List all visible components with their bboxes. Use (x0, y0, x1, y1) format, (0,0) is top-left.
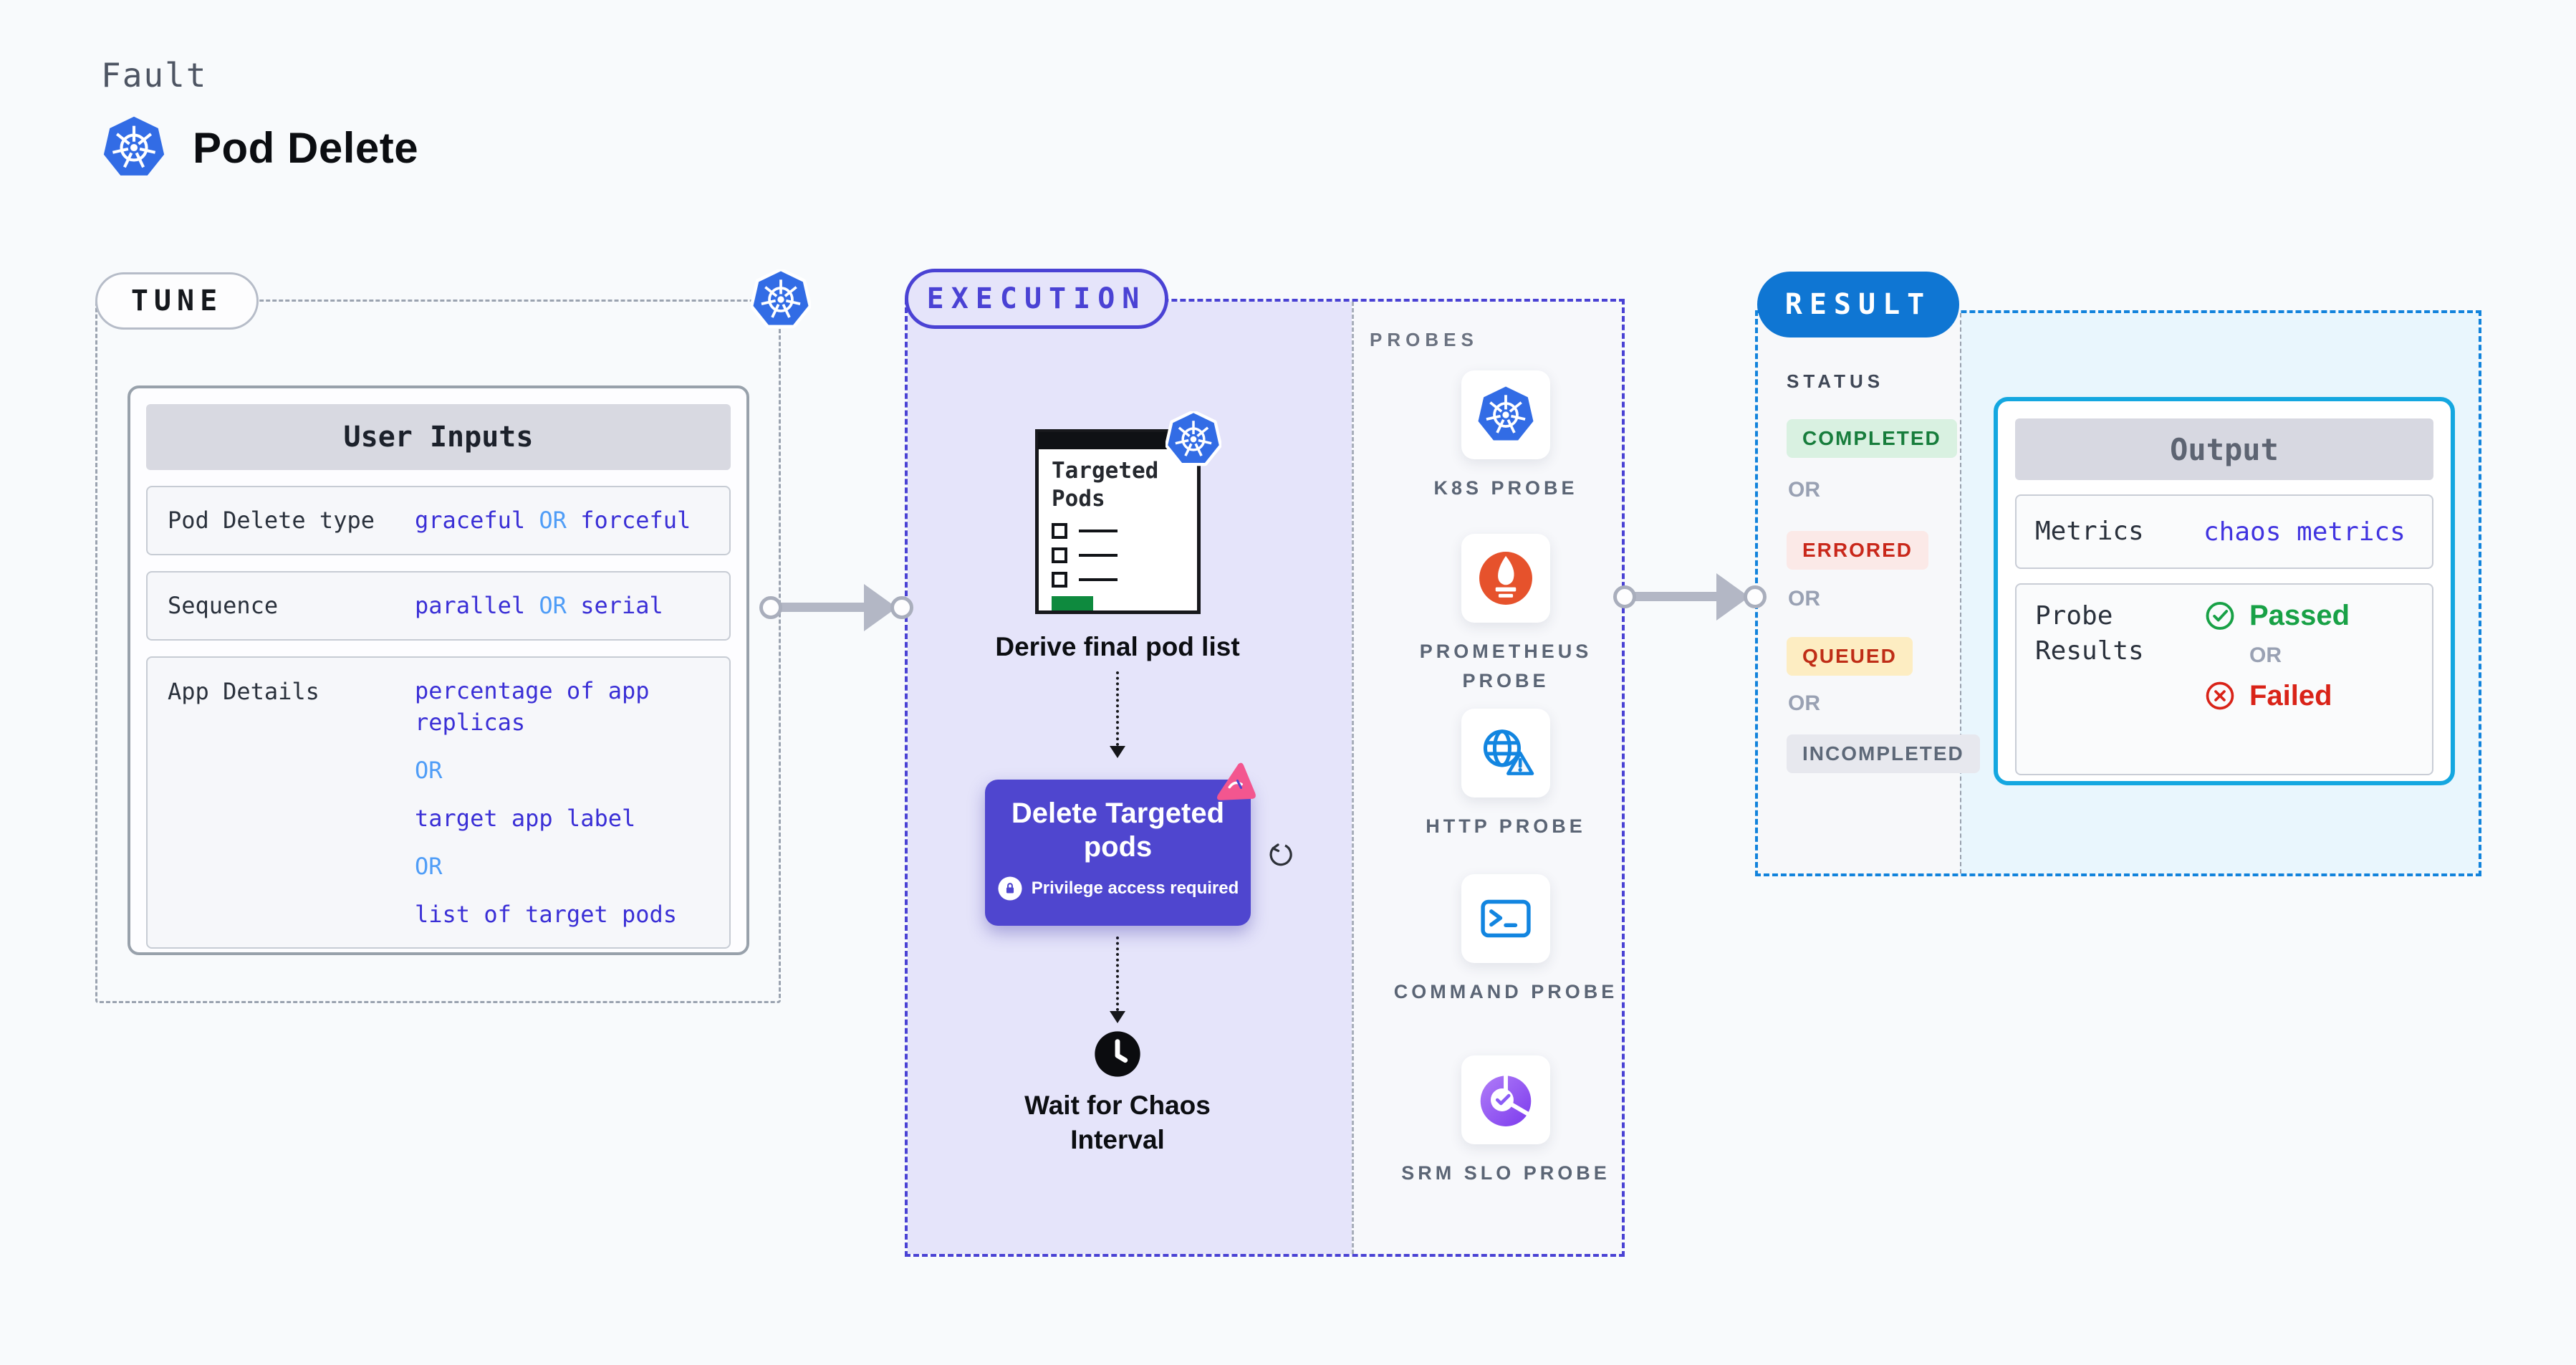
status-badge: INCOMPLETED (1787, 734, 1980, 773)
probe-card (1461, 1055, 1550, 1144)
status-badge: COMPLETED (1787, 419, 1957, 458)
x-circle-icon (2206, 681, 2234, 710)
user-inputs-table: User Inputs Pod Delete type graceful OR … (128, 385, 749, 955)
flow-arrowhead (1110, 746, 1125, 758)
probe-results-values: Passed OR Failed (2203, 599, 2350, 760)
output-header: Output (2015, 418, 2433, 480)
flow-dotted-line (1116, 671, 1119, 746)
checkbox-icon (1052, 547, 1067, 563)
connector-dot (1613, 585, 1636, 608)
passed-line: Passed (2203, 599, 2350, 632)
status-badge: ERRORED (1787, 531, 1929, 570)
row-label: Metrics (2035, 516, 2144, 546)
http-globe-warning-icon (1476, 723, 1536, 783)
or-separator: OR (1788, 691, 1820, 715)
pod-list-item (1052, 522, 1184, 539)
clock-icon (1092, 1028, 1143, 1080)
privilege-note: Privilege access required (1031, 878, 1239, 899)
result-divider (1960, 313, 1961, 873)
failed-line: Failed (2203, 679, 2350, 712)
probes-heading: PROBES (1370, 329, 1479, 350)
probe-results-row: Probe Results Passed OR Failed (2015, 583, 2433, 775)
table-row: Pod Delete type graceful OR forceful (146, 486, 731, 555)
metrics-value: chaos metrics (2203, 517, 2406, 547)
fault-eyebrow: Fault (101, 56, 208, 95)
connector-dot (759, 596, 782, 619)
result-section-pill: RESULT (1757, 272, 1959, 337)
kubernetes-icon (101, 115, 167, 181)
probe-card (1461, 874, 1550, 963)
row-label: Pod Delete type (168, 507, 375, 535)
execution-section-pill: EXECUTION (905, 269, 1168, 329)
probe-label: SRM SLO PROBE (1401, 1162, 1610, 1184)
targeted-pods-card: Targeted Pods (1035, 429, 1201, 614)
probe-label: PROMETHEUS PROBE (1419, 641, 1592, 691)
row-value: percentage of app replicas OR target app… (415, 676, 678, 928)
delete-targeted-pods-node: Delete Targeted pods Privilege access re… (985, 759, 1261, 926)
list-line (1079, 529, 1118, 532)
probe-card (1461, 709, 1550, 798)
kubernetes-icon (1166, 411, 1221, 467)
flow-arrowhead (1110, 1011, 1125, 1023)
probe-card (1461, 534, 1550, 623)
status-heading: STATUS (1787, 370, 1885, 392)
kubernetes-icon (1476, 385, 1536, 445)
privilege-note-row: Privilege access required (985, 876, 1251, 902)
probe-label: COMMAND PROBE (1393, 981, 1618, 1002)
flow-dotted-line (1116, 937, 1119, 1011)
probes-divider (1352, 302, 1354, 1254)
failed-label: Failed (2249, 679, 2332, 712)
lock-icon (997, 876, 1023, 902)
execution-section-box: Targeted Pods Derive final pod list Dele… (905, 299, 1625, 1257)
flow-arrow (774, 603, 865, 612)
user-inputs-header: User Inputs (146, 404, 731, 470)
row-label: Probe Results (2035, 601, 2144, 666)
title-row: Pod Delete (101, 115, 418, 181)
tune-section-pill: TUNE (95, 272, 259, 330)
result-section-box: STATUS COMPLETED OR ERRORED OR QUEUED OR… (1755, 310, 2481, 876)
checkbox-icon (1052, 522, 1067, 539)
kubernetes-icon (751, 269, 811, 330)
checkbox-icon (1052, 571, 1067, 588)
row-value: parallel OR serial (415, 591, 663, 619)
status-badge: QUEUED (1787, 637, 1913, 676)
prometheus-icon (1479, 552, 1532, 605)
list-line (1079, 578, 1118, 581)
row-value: graceful OR forceful (415, 507, 691, 534)
row-label: Sequence (168, 592, 279, 620)
derive-step-label: Derive final pod list (995, 632, 1240, 661)
output-panel: Output Metrics chaos metrics Probe Resul… (1994, 397, 2455, 785)
page-title: Pod Delete (193, 123, 419, 172)
wait-step-label: Wait for Chaos Interval (1024, 1091, 1211, 1155)
pod-list-item (1052, 571, 1184, 588)
targeted-pods-title: Targeted Pods (1052, 458, 1159, 512)
loop-repeat-icon (1269, 843, 1292, 866)
table-row: App Details percentage of app replicas O… (146, 656, 731, 949)
pod-list-item (1052, 547, 1184, 563)
probe-label: K8S PROBE (1433, 477, 1578, 499)
slo-gauge-check-icon (1476, 1070, 1536, 1130)
probe-card (1461, 370, 1550, 459)
connector-dot (1744, 585, 1767, 608)
terminal-icon (1476, 889, 1536, 949)
tune-section-box (95, 300, 781, 1003)
row-label: App Details (168, 677, 319, 705)
metrics-row: Metrics chaos metrics (2015, 494, 2433, 569)
or-separator: OR (1788, 478, 1820, 502)
connector-dot (890, 596, 913, 619)
or-separator: OR (2249, 643, 2282, 667)
passed-label: Passed (2249, 599, 2350, 631)
table-row: Sequence parallel OR serial (146, 570, 731, 641)
probe-label: HTTP PROBE (1426, 815, 1586, 837)
or-separator: OR (1788, 587, 1820, 610)
status-column (1758, 313, 1960, 873)
check-circle-icon (2206, 602, 2234, 630)
chaos-badge-icon (1215, 759, 1261, 807)
list-line (1079, 553, 1118, 557)
delete-node-title: Delete Targeted pods (1011, 798, 1225, 863)
progress-bar (1052, 595, 1093, 610)
flow-arrow (1628, 592, 1718, 601)
